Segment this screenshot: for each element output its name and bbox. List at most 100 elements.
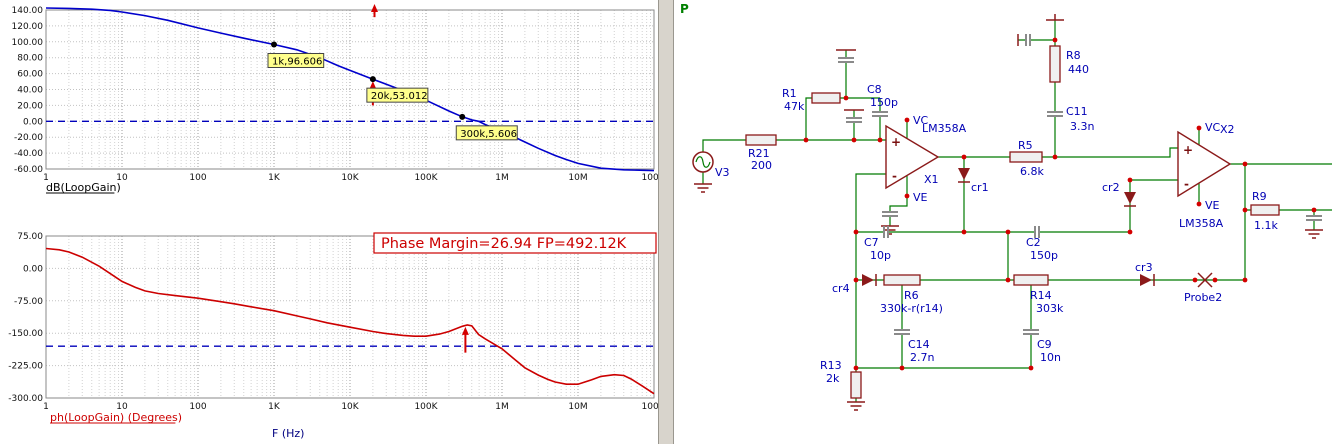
diode-cr4[interactable]: cr4 [832,274,877,295]
capacitor-bypass[interactable] [1025,34,1031,46]
capacitor-C2[interactable]: C2 150p [1026,226,1058,262]
ground-icon[interactable] [847,401,865,411]
cursor-arrowhead-icon [369,81,377,90]
x-axis-tick-label: 10M [568,402,587,412]
pane-splitter[interactable] [658,0,674,444]
resistor-R5[interactable]: R5 6.8k [1009,139,1044,178]
cursor-arrowhead-icon [461,326,469,335]
resistor-R21[interactable]: R21 200 [745,134,777,172]
y-axis-tick-label: 20.00 [17,101,43,111]
resistor-R9[interactable]: R9 1.1k [1250,190,1280,232]
ref-label: Probe2 [1184,291,1222,304]
y-axis-tick-label: 40.00 [17,86,43,96]
resistor-R1[interactable]: R1 47k [782,87,841,113]
y-axis-tick-label: 120.00 [12,22,44,32]
capacitor-C8[interactable]: C8 150p [867,83,898,117]
ref-label: cr1 [971,181,989,194]
ref-label: V3 [715,166,730,179]
diode-cr1[interactable]: cr1 [958,168,989,194]
plus-input: + [1183,143,1193,157]
resistor-R14[interactable]: R14 303k [1013,274,1064,315]
ref-label: R6 [904,289,919,302]
capacitor-C7[interactable]: C7 10p [864,226,891,262]
y-axis-tick-label: 0.00 [23,264,43,274]
capacitor-C14[interactable]: C14 2.7n [894,329,934,364]
y-axis-tick-label: 60.00 [17,70,43,80]
phase-margin-annotation-box[interactable] [373,232,657,254]
ref-label: R13 [820,359,842,372]
probe-probe2[interactable]: Probe2 [1184,272,1222,304]
value-label: 10p [870,249,891,262]
x-axis-tick-label: 1M [495,402,509,412]
ref-label: R8 [1066,49,1081,62]
opamp-X2[interactable]: + - LM358A X2 VC VE [1177,121,1235,230]
cursor-readout-box[interactable] [267,52,325,68]
phase-curve[interactable] [45,247,655,395]
ref-label: cr4 [832,282,850,295]
ve-pin-label: VE [913,191,928,204]
cursor-point[interactable] [271,41,277,48]
y-axis-tick-label: -20.00 [14,133,43,143]
ref-label: X2 [1220,123,1235,136]
y-axis-tick-label: 75.00 [17,232,43,242]
y-axis-tick-label: -150.00 [8,329,43,339]
resistor-R13[interactable]: R13 2k [820,359,862,399]
x-axis-tick-label: 1K [268,173,281,183]
power-rail-icon[interactable] [1046,14,1064,21]
capacitor-bypass[interactable] [846,117,862,123]
gain-trace-label[interactable]: dB(LoopGain) [46,181,121,194]
opamp-X1[interactable]: + - LM358A X1 VC VE [885,114,967,204]
cursor-readout-box[interactable] [366,87,429,103]
source-V3[interactable]: V3 [692,151,730,179]
y-axis-tick-label: 140.00 [12,6,44,16]
x-axis-tick-label: 10 [116,173,128,183]
capacitor-bypass[interactable] [1306,215,1322,221]
ref-label: R5 [1018,139,1033,152]
x-axis-tick-label: 1K [268,402,281,412]
y-axis-tick-label: 80.00 [17,54,43,64]
cursor-point[interactable] [459,113,466,120]
value-label: 1.1k [1254,219,1278,232]
capacitor-C11[interactable]: C11 3.3n [1047,105,1094,133]
ground-icon[interactable] [694,183,712,193]
x-axis-tick-label: 100K [414,402,438,412]
capacitor-C9[interactable]: C9 10n [1023,329,1061,364]
plot-border [45,9,655,170]
capacitor-bypass[interactable] [838,57,854,63]
ref-label: C9 [1037,338,1052,351]
x-axis-tick-label: 10 [116,402,128,412]
resistor-R6[interactable]: R6 330k-r(r14) [880,274,943,315]
x-axis-tick-label: 1 [43,173,49,183]
cursor-point[interactable] [369,76,376,83]
value-label: 2.7n [910,351,934,364]
plus-input: + [891,135,901,149]
x-axis-tick-label: 1 [43,402,49,412]
ref-label: R14 [1030,289,1052,302]
value-label: 6.8k [1020,165,1044,178]
value-label: 150p [870,96,898,109]
schematic-canvas[interactable]: P V3 R21 200 R1 47k R5 6.8k R8 [674,0,1332,444]
y-axis-tick-label: 0.00 [23,117,43,127]
y-axis-tick-label: -300.00 [8,394,43,404]
x-axis-tick-label: 100M [642,402,658,412]
junction-dots [803,37,1317,371]
x-axis-tick-label: 100K [414,173,438,183]
value-label: 200 [751,159,772,172]
phase-margin-annotation-text: Phase Margin=26.94 FP=492.12K [381,236,627,252]
y-axis-tick-label: -75.00 [14,297,43,307]
cursor-readout-box[interactable] [455,125,518,141]
capacitor-bypass[interactable] [882,211,898,217]
ref-label: R9 [1252,190,1267,203]
diode-cr2[interactable]: cr2 [1102,181,1136,207]
resistor-R8[interactable]: R8 440 [1049,45,1089,83]
x-axis-tick-label: 100 [189,402,206,412]
schematic-pane: P V3 R21 200 R1 47k R5 6.8k R8 [674,0,1332,444]
wires[interactable] [702,20,1332,402]
ground-icon[interactable] [1305,229,1323,239]
phase-trace-label[interactable]: ph(LoopGain) (Degrees) [50,411,182,424]
y-axis-tick-label: 100.00 [12,38,44,48]
value-label: 10n [1040,351,1061,364]
bode-plot-area[interactable]: 140.00120.00100.0080.0060.0040.0020.000.… [0,0,658,444]
diode-cr3[interactable]: cr3 [1135,261,1155,286]
value-label: 150p [1030,249,1058,262]
